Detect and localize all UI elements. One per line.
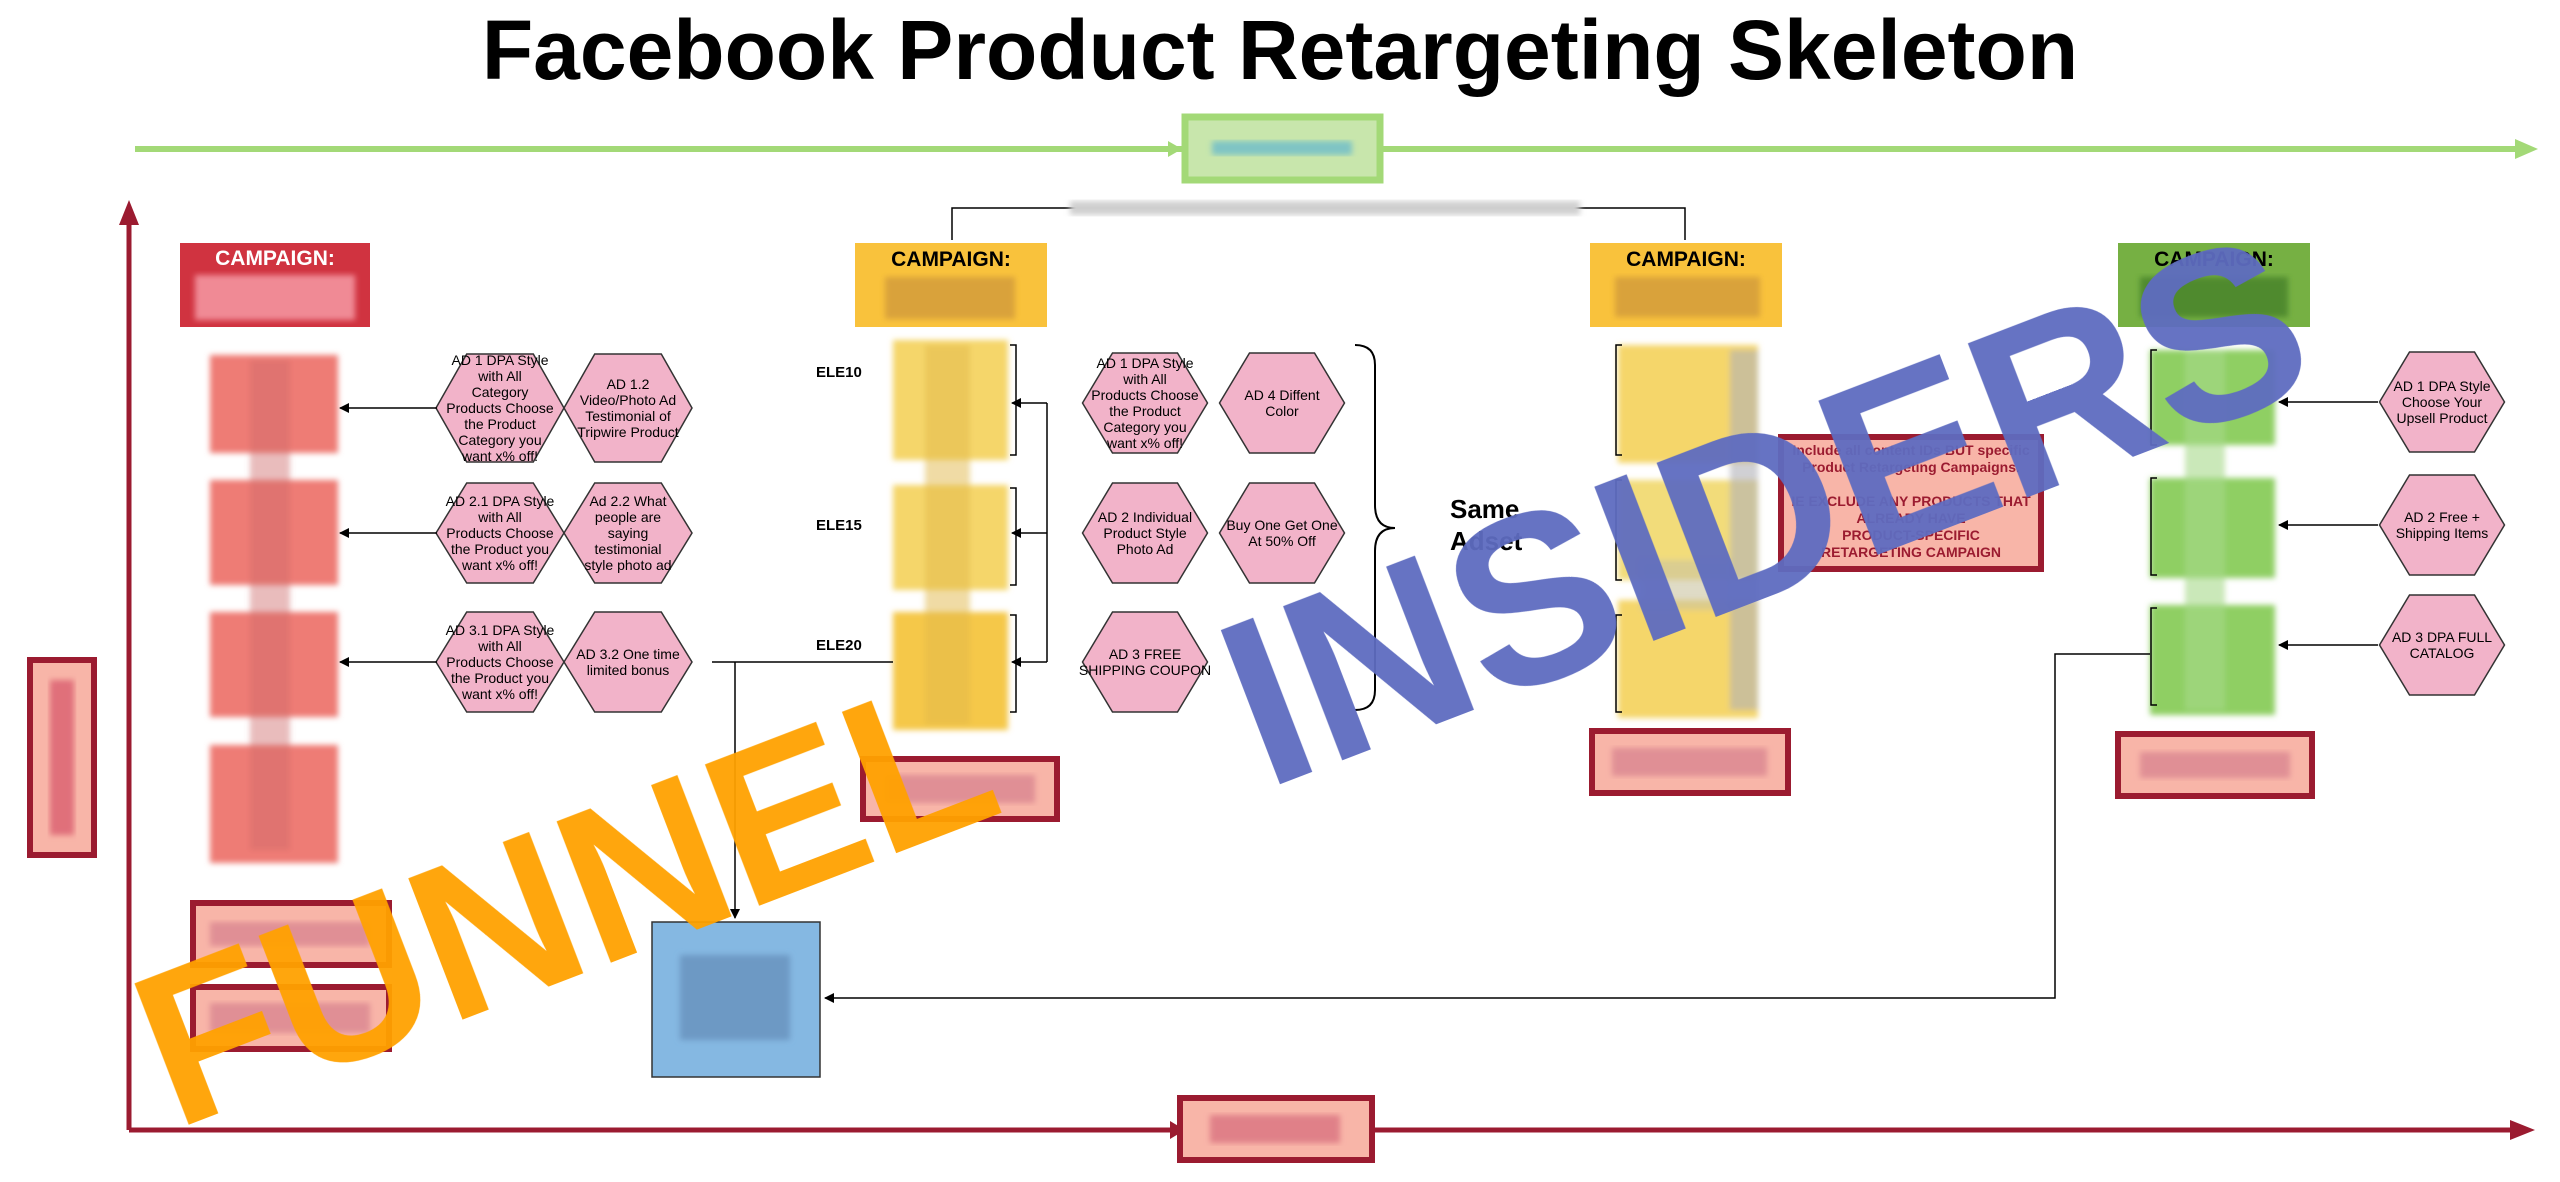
- ad-hex-c4-2: AD 2 Free +Shipping Items: [2378, 474, 2506, 576]
- row-label-ele15: ELE15: [816, 517, 862, 534]
- campaign-1-adsets: [210, 355, 338, 863]
- note-line: IE EXCLUDE ANY PRODUCTS THAT: [1791, 493, 2031, 509]
- campaign-3: CAMPAIGN:: [1589, 243, 1791, 796]
- campaign-2-label: CAMPAIGN:: [891, 248, 1011, 271]
- note-line: Include all content IDs BUT specific: [1792, 442, 2029, 458]
- page-title: Facebook Product Retargeting Skeleton: [481, 3, 2079, 97]
- campaign-4-label: CAMPAIGN:: [2154, 248, 2274, 271]
- campaign-2: CAMPAIGN: ELE10 ELE15 ELE20: [816, 243, 1060, 822]
- y-axis-label-box: [27, 657, 97, 858]
- watermark: FUNNEL INSIDERS: [104, 181, 2342, 1174]
- same-adset-line2: Adset: [1450, 526, 1523, 556]
- top-timeline: [135, 113, 2538, 184]
- x-axis-label-box: [1177, 1095, 1375, 1163]
- note-line: Product Retargeting Campaigns.: [1802, 459, 2020, 475]
- row-label-ele20: ELE20: [816, 637, 862, 654]
- campaign-1: CAMPAIGN:: [180, 243, 392, 1052]
- note-line: PRODUCT-SPECIFIC: [1842, 527, 1980, 543]
- campaign-4: CAMPAIGN:: [2115, 243, 2315, 799]
- note-line: RETARGETING CAMPAIGN: [1821, 544, 2001, 560]
- same-adset-line1: Same: [1450, 494, 1519, 524]
- row-label-ele10: ELE10: [816, 364, 862, 381]
- ad-hex-c4-2-label: AD 2 Free +Shipping Items: [2396, 509, 2489, 541]
- note-line: ALREADY HAVE: [1856, 510, 1965, 526]
- campaign-1-label: CAMPAIGN:: [215, 247, 335, 270]
- blue-audience-box: [651, 921, 821, 1078]
- campaign-3-label: CAMPAIGN:: [1626, 248, 1746, 271]
